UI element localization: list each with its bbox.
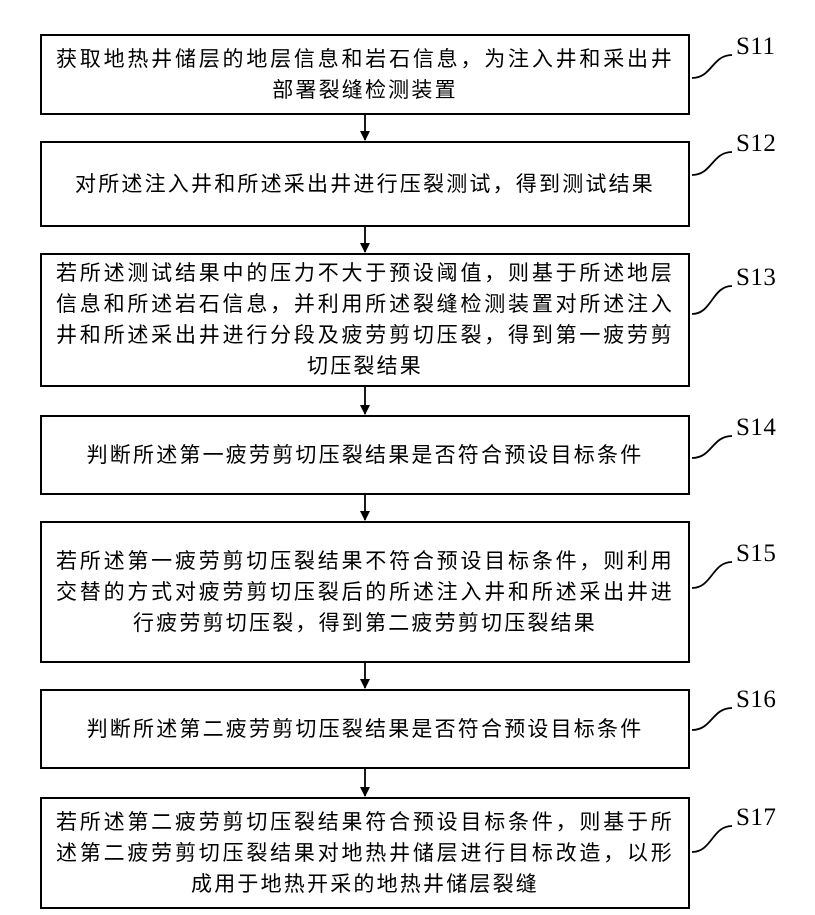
- step-label-s15: S15: [736, 540, 776, 568]
- step-box-s15: 若所述第一疲劳剪切压裂结果不符合预设目标条件，则利用交替的方式对疲劳剪切压裂后的…: [40, 521, 690, 663]
- step-text-s15: 若所述第一疲劳剪切压裂结果不符合预设目标条件，则利用交替的方式对疲劳剪切压裂后的…: [56, 546, 674, 639]
- leader-s17: [692, 826, 732, 852]
- step-label-s16: S16: [736, 686, 776, 714]
- step-text-s14: 判断所述第一疲劳剪切压裂结果是否符合预设目标条件: [56, 440, 674, 471]
- step-box-s12: 对所述注入井和所述采出井进行压裂测试，得到测试结果: [40, 141, 690, 227]
- leader-s12: [692, 152, 732, 175]
- leader-s16: [692, 708, 732, 730]
- step-box-s13: 若所述测试结果中的压力不大于预设阈值，则基于所述地层信息和所述岩石信息，并利用所…: [40, 253, 690, 387]
- leader-s14: [692, 436, 732, 458]
- step-text-s17: 若所述第二疲劳剪切压裂结果符合预设目标条件，则基于所述第二疲劳剪切压裂结果对地热…: [56, 807, 674, 900]
- step-label-s12: S12: [736, 130, 776, 158]
- step-text-s11: 获取地热井储层的地层信息和岩石信息，为注入井和采出井部署裂缝检测装置: [56, 44, 674, 106]
- leader-s15: [692, 562, 732, 588]
- step-label-s14: S14: [736, 414, 776, 442]
- step-label-s13: S13: [736, 264, 776, 292]
- step-box-s14: 判断所述第一疲劳剪切压裂结果是否符合预设目标条件: [40, 415, 690, 495]
- step-label-s17: S17: [736, 804, 776, 832]
- step-text-s13: 若所述测试结果中的压力不大于预设阈值，则基于所述地层信息和所述岩石信息，并利用所…: [56, 258, 674, 382]
- step-text-s16: 判断所述第二疲劳剪切压裂结果是否符合预设目标条件: [56, 714, 674, 745]
- step-box-s16: 判断所述第二疲劳剪切压裂结果是否符合预设目标条件: [40, 689, 690, 769]
- leader-s13: [692, 286, 732, 314]
- step-text-s12: 对所述注入井和所述采出井进行压裂测试，得到测试结果: [56, 169, 674, 200]
- leader-s11: [692, 55, 732, 78]
- step-box-s17: 若所述第二疲劳剪切压裂结果符合预设目标条件，则基于所述第二疲劳剪切压裂结果对地热…: [40, 797, 690, 909]
- step-box-s11: 获取地热井储层的地层信息和岩石信息，为注入井和采出井部署裂缝检测装置: [40, 34, 690, 115]
- step-label-s11: S11: [736, 33, 775, 61]
